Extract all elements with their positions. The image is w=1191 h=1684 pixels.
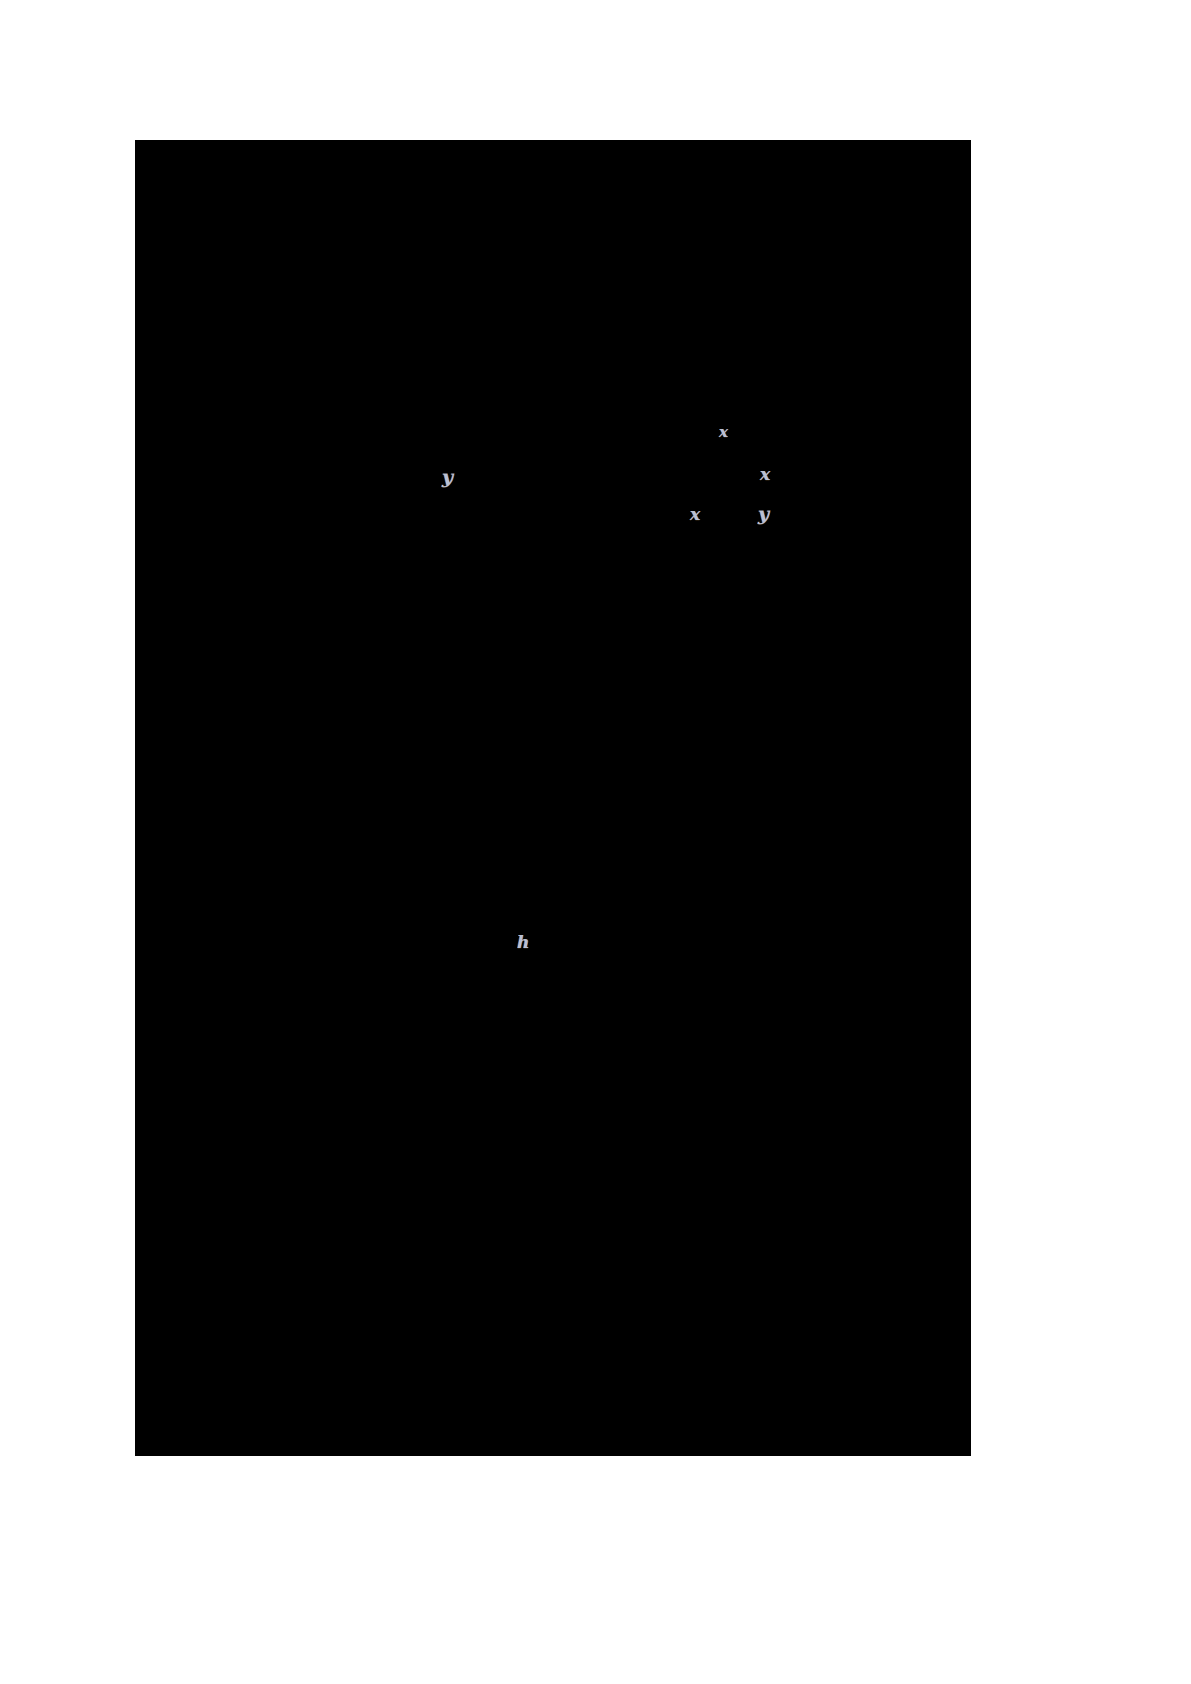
glyph-mark-h: h [517, 933, 530, 953]
glyph-mark-x: x [690, 505, 701, 525]
glyph-mark-x: x [719, 423, 728, 441]
glyph-mark-y: y [442, 466, 454, 488]
glyph-mark-y: y [758, 503, 770, 525]
glyph-mark-x: x [760, 465, 771, 485]
